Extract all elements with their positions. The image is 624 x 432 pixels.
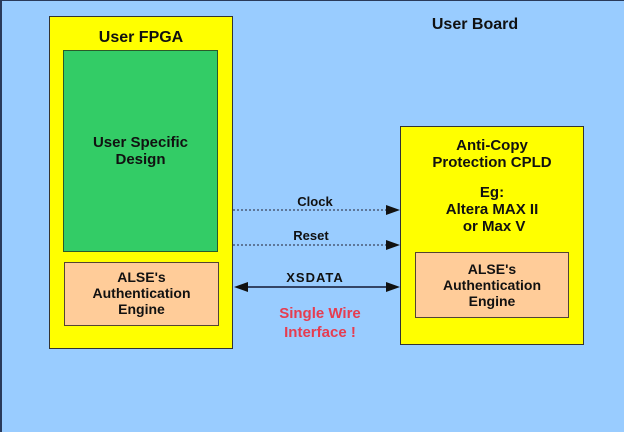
clock-label: Clock — [297, 194, 333, 209]
xsdata-arrowhead-right — [386, 282, 400, 292]
page-border — [0, 0, 2, 432]
fpga-auth-engine-label: ALSE's Authentication Engine — [92, 269, 191, 317]
clock-arrowhead — [386, 205, 400, 215]
cpld-auth-engine-block — [415, 252, 569, 318]
single-wire-note: Single Wire Interface ! — [279, 305, 361, 341]
cpld-auth-engine-label: ALSE's Authentication Engine — [443, 261, 541, 309]
cpld-example: Eg: Altera MAX II or Max V — [445, 184, 539, 235]
user-design-block — [63, 50, 218, 252]
board-title: User Board — [431, 16, 519, 33]
fpga-auth-engine-block — [64, 262, 219, 326]
fpga-title: User FPGA — [98, 29, 184, 46]
cpld-title: Anti-Copy Protection CPLD — [432, 137, 552, 171]
reset-arrowhead — [386, 240, 400, 250]
user-design-label: User Specific Design — [92, 134, 189, 168]
xsdata-label: XSDATA — [286, 270, 344, 285]
page-border — [0, 0, 624, 1]
reset-label: Reset — [293, 228, 329, 243]
xsdata-arrowhead-left — [234, 282, 248, 292]
